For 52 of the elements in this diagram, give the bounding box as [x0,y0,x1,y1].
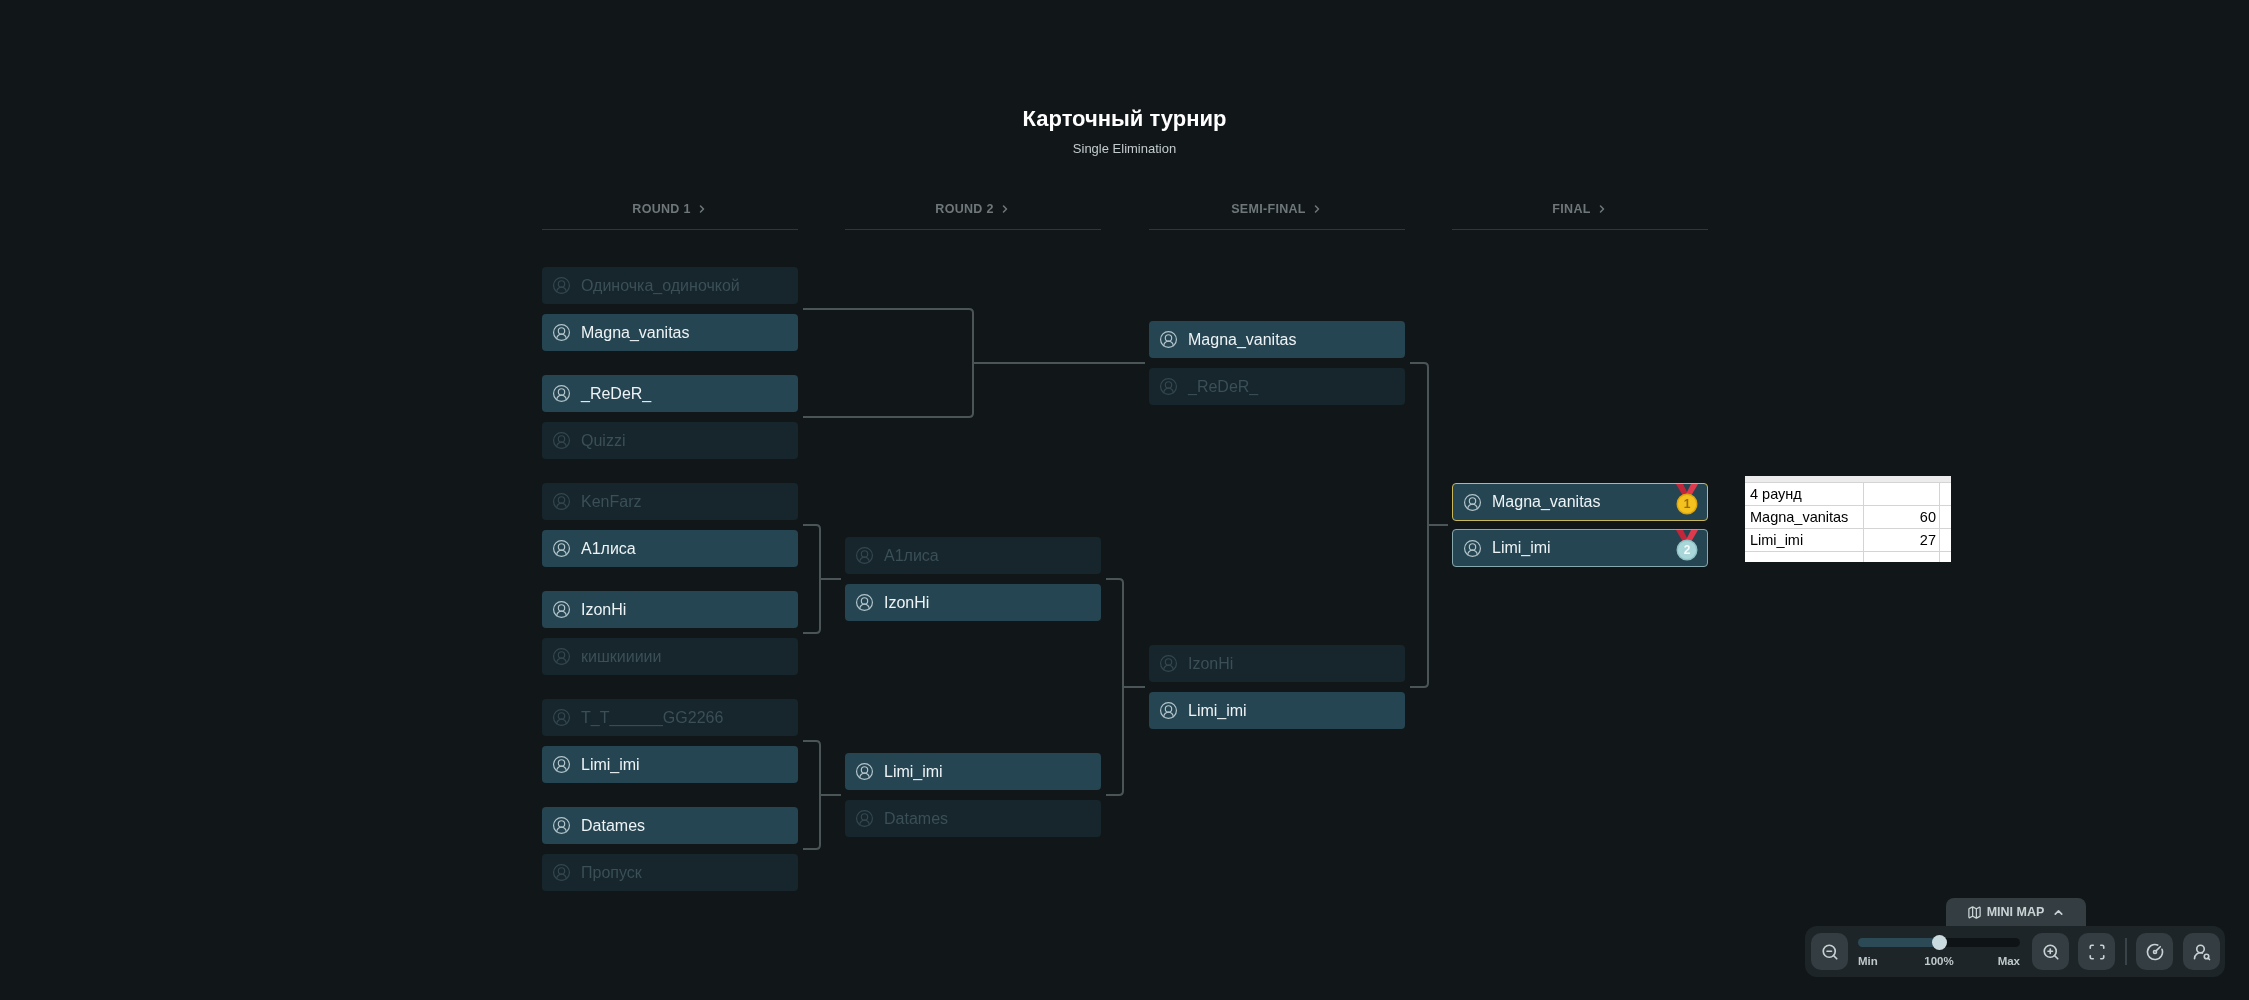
player-slot [1452,529,1708,567]
player-slot [845,537,1101,574]
player-slot [845,800,1101,837]
diagram-title: Карточный турнир [1022,105,1227,133]
player-slot [542,483,798,520]
player-slot [542,591,798,628]
bracket-line [802,362,1146,418]
player-slot [1452,483,1708,521]
slider-min-label: Min [1858,954,1878,968]
player-slot [542,375,798,412]
player-slot [542,638,798,675]
player-name: Magna_vanitas [1188,329,1297,350]
player-slot [542,746,798,783]
medal-number: 2 [1682,542,1692,558]
slider-max-label: Max [1997,954,2020,968]
player-slot [845,584,1101,621]
row-label: Magna_vanitas [1750,507,1849,527]
player-name: Limi_imi [581,754,640,775]
player-slot [542,699,798,736]
player-name: Magna_vanitas [1492,492,1601,512]
player-name: Limi_imi [884,761,943,782]
score-value: 60 [1919,507,1936,527]
player-slot [1149,321,1405,358]
player-name: Limi_imi [1188,700,1247,721]
player-name: А1лиса [581,538,636,559]
player-slot [1149,645,1405,682]
player-slot [542,530,798,567]
player-slot [1149,692,1405,729]
player-slot [542,807,798,844]
player-slot [542,314,798,351]
player-name: _ReDeR_ [581,383,652,404]
zoom-level-value: 100% [1923,954,1955,968]
row-label: Limi_imi [1750,530,1804,550]
subtitle: Single Elimination [1072,140,1177,158]
player-slot [845,753,1101,790]
player-name: Magna_vanitas [581,322,690,343]
player-slot [542,422,798,459]
player-name: IzonHi [884,592,930,613]
medal-number: 1 [1682,496,1692,512]
player-name: Datames [581,815,646,836]
player-name: IzonHi [581,599,627,620]
player-slot [542,267,798,304]
round-title: SEMI-FINAL [1231,201,1306,218]
player-slot [542,854,798,891]
score-value: 27 [1919,530,1936,550]
player-slot [1149,368,1405,405]
round-title: ROUND 2 [935,201,994,218]
minimap-toggle: MINI MAP [1946,898,2086,926]
player-name: Limi_imi [1492,538,1551,558]
row-label: 4 раунд [1750,484,1802,504]
round-title: FINAL [1552,201,1591,218]
round-title: ROUND 1 [632,201,691,218]
